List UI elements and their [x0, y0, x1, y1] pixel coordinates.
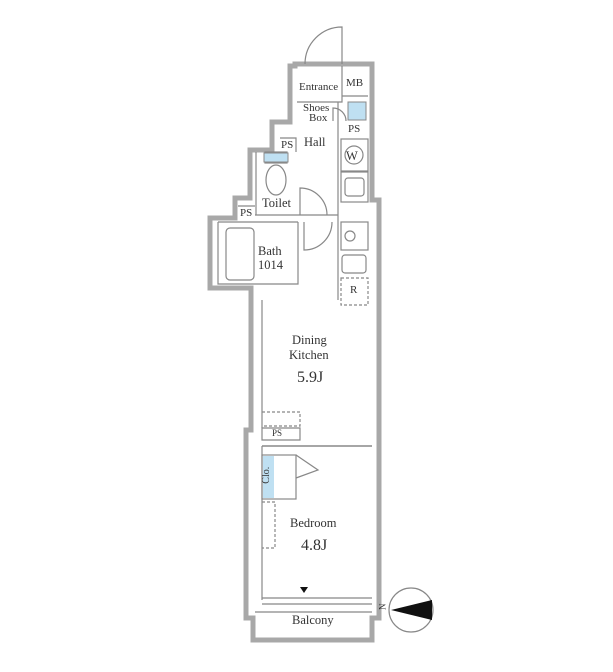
- compass-circle: [388, 587, 434, 633]
- shoes-box-blue: [347, 101, 367, 121]
- room-hall: Hall: [304, 135, 326, 149]
- entrance-door: [304, 26, 343, 65]
- toilet-door: [299, 187, 328, 216]
- dashed-hatch-2: [262, 501, 276, 549]
- room-ps-2: PS: [281, 139, 294, 151]
- toilet-blue: [263, 152, 289, 163]
- fridge: [340, 277, 369, 306]
- wall-ps-toilet: [280, 137, 297, 152]
- room-dining-1: Dining: [292, 333, 327, 347]
- room-bedroom-size: 4.8J: [301, 537, 328, 554]
- wall-ps-mid: [261, 427, 301, 441]
- washer-drum: [344, 145, 364, 165]
- room-ps-1: PS: [348, 123, 361, 135]
- sink: [340, 171, 369, 203]
- room-toilet: Toilet: [262, 196, 291, 210]
- bathtub: [225, 227, 255, 281]
- stove: [340, 221, 369, 251]
- room-shoes-1: Shoes: [303, 102, 330, 114]
- compass-arrow: [391, 600, 432, 620]
- room-dining-size: 5.9J: [297, 369, 324, 386]
- room-w: W: [346, 149, 358, 163]
- wall-bath-left: [217, 222, 299, 285]
- closet-door: [295, 454, 320, 479]
- closet-blue: [263, 456, 274, 498]
- room-entrance: Entrance: [299, 81, 339, 93]
- counter: [341, 254, 367, 274]
- wall-entrance: [297, 66, 343, 103]
- bath-door: [303, 221, 333, 251]
- room-ps-3: PS: [240, 207, 253, 219]
- washer-box: [340, 138, 369, 172]
- outer-wall: [207, 61, 382, 643]
- room-dining-2: Kitchen: [289, 348, 329, 362]
- window-marker: [300, 587, 308, 593]
- room-shoes-2: Box: [309, 112, 328, 124]
- room-bath-size: 1014: [258, 258, 283, 272]
- toilet-bowl: [265, 164, 287, 196]
- room-ps-4: PS: [272, 428, 283, 438]
- room-mb: MB: [346, 77, 364, 89]
- room-r: R: [350, 284, 358, 296]
- dashed-hatch-1: [262, 411, 301, 427]
- room-balcony: Balcony: [292, 613, 334, 627]
- compass-label: N: [377, 603, 388, 610]
- shoes-door: [332, 107, 347, 122]
- room-bedroom: Bedroom: [290, 516, 337, 530]
- room-clo: Clo.: [261, 466, 273, 484]
- closet: [261, 454, 297, 500]
- window-bedroom: [262, 597, 372, 605]
- room-bath: Bath: [258, 244, 282, 258]
